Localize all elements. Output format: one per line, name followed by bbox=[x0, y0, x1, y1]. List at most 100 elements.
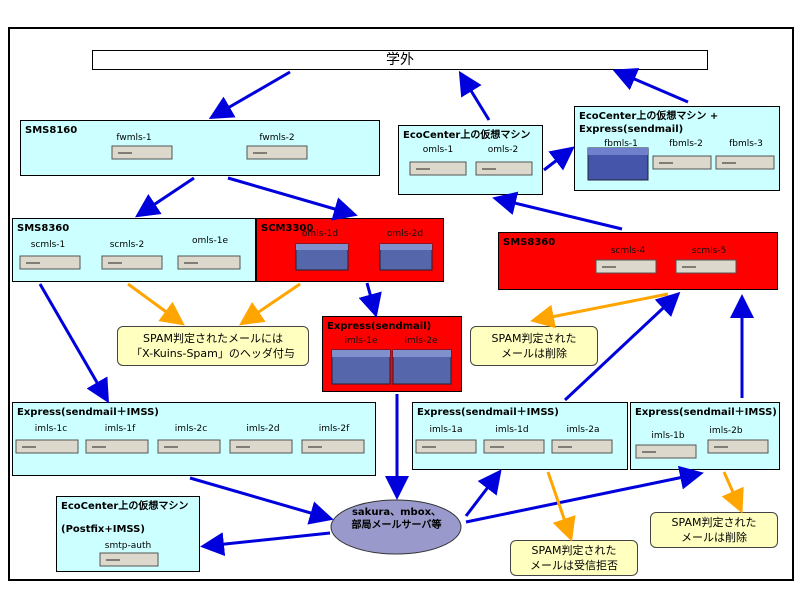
box-title: SCM3300 bbox=[261, 223, 314, 234]
arrow bbox=[543, 146, 575, 172]
arrow bbox=[464, 469, 502, 517]
arrow bbox=[358, 282, 382, 318]
host-label: imls-2a bbox=[566, 425, 600, 435]
arrow bbox=[492, 191, 623, 231]
host-label: scmls-1 bbox=[30, 240, 66, 250]
host-label: imls-1c bbox=[34, 424, 68, 434]
arrow bbox=[721, 471, 744, 514]
callout-line: 「X-Kuins-Spam」のヘッダ付与 bbox=[131, 347, 295, 360]
server bbox=[483, 439, 545, 454]
spam-reject-callout: SPAM判定された メールは受信拒否 bbox=[510, 540, 638, 576]
server bbox=[475, 161, 533, 176]
express-imss-right-box: Express(sendmail＋IMSS) bbox=[630, 402, 780, 470]
host-label: omls-1e bbox=[192, 236, 228, 246]
host-label: fwmls-1 bbox=[116, 133, 152, 143]
server bbox=[635, 444, 697, 459]
arrow bbox=[563, 291, 681, 402]
host-label: imls-2d bbox=[246, 424, 280, 434]
spam-delete-callout: SPAM判定された メールは削除 bbox=[470, 326, 598, 366]
arrow bbox=[200, 531, 331, 557]
server bbox=[409, 161, 467, 176]
server bbox=[392, 349, 452, 385]
host-label: scmls-4 bbox=[610, 246, 646, 256]
arrow bbox=[208, 70, 291, 120]
server bbox=[85, 439, 149, 454]
arrow bbox=[465, 465, 704, 524]
host-label: omls-2d bbox=[386, 229, 424, 239]
box-title: Express(sendmail＋IMSS) bbox=[417, 407, 559, 418]
arrow bbox=[135, 176, 195, 218]
server bbox=[715, 155, 775, 170]
host-label: imls-1b bbox=[651, 431, 685, 441]
server bbox=[111, 145, 173, 160]
host-label: imls-2c bbox=[174, 424, 208, 434]
host-label: scmls-5 bbox=[691, 246, 727, 256]
arrow bbox=[530, 292, 669, 329]
box-title: EcoCenter上の仮想マシン bbox=[403, 130, 531, 141]
arrow bbox=[127, 282, 185, 326]
box-title: Express(sendmail＋IMSS) bbox=[635, 407, 777, 418]
box-title: SMS8360 bbox=[17, 223, 70, 234]
host-label: imls-2b bbox=[709, 426, 743, 436]
server bbox=[19, 255, 81, 270]
server bbox=[229, 439, 293, 454]
hub-line: 部局メールサーバ等 bbox=[351, 520, 442, 531]
host-label: fbmls-1 bbox=[604, 139, 638, 149]
box-title: EcoCenter上の仮想マシン + bbox=[579, 111, 719, 122]
host-label: fbmls-3 bbox=[729, 139, 763, 149]
arrow bbox=[189, 476, 334, 525]
express-imss-left-box: Express(sendmail＋IMSS) bbox=[12, 402, 376, 476]
callout-line: メールは削除 bbox=[501, 347, 567, 360]
box-title: SMS8360 bbox=[503, 237, 556, 248]
host-label: imls-1e bbox=[344, 336, 378, 346]
hub-label: sakura、mbox、 部局メールサーバ等 bbox=[331, 506, 462, 532]
arrow bbox=[38, 283, 110, 404]
external-network-banner: 学外 bbox=[92, 50, 708, 70]
host-label: omls-1 bbox=[422, 145, 454, 155]
server bbox=[675, 259, 737, 274]
host-label: omls-2 bbox=[487, 145, 519, 155]
host-label: smtp-auth bbox=[104, 541, 152, 551]
blue-servers bbox=[295, 147, 649, 385]
server bbox=[177, 255, 241, 270]
ecocenter-vm-box: EcoCenter上の仮想マシン bbox=[398, 125, 543, 195]
arrow bbox=[546, 471, 576, 542]
host-label: imls-1d bbox=[495, 425, 529, 435]
server bbox=[331, 349, 391, 385]
arrow bbox=[239, 282, 301, 326]
server bbox=[295, 243, 349, 271]
arrow bbox=[458, 70, 491, 121]
server bbox=[157, 439, 221, 454]
mail-server-hub bbox=[330, 499, 462, 555]
box-title: (Postfix+IMSS) bbox=[61, 524, 145, 535]
server bbox=[415, 439, 477, 454]
box-title: SMS8160 bbox=[25, 125, 78, 136]
box-title: Express(sendmail) bbox=[327, 321, 432, 332]
server bbox=[595, 259, 657, 274]
arrow bbox=[227, 176, 358, 221]
callout-line: SPAM判定された bbox=[491, 332, 577, 345]
server bbox=[652, 155, 712, 170]
server bbox=[551, 439, 613, 454]
server bbox=[707, 439, 769, 454]
callout-line: SPAM判定された bbox=[671, 516, 757, 529]
server bbox=[99, 552, 159, 567]
box-title: Express(sendmail＋IMSS) bbox=[17, 407, 159, 418]
blue-arrows bbox=[38, 68, 754, 557]
callout-line: メールは受信拒否 bbox=[530, 559, 618, 572]
sms8360-left-box: SMS8360 bbox=[12, 218, 256, 282]
host-label: fwmls-2 bbox=[259, 133, 295, 143]
callout-line: SPAM判定されたメールには bbox=[143, 332, 283, 345]
orange-arrows bbox=[127, 282, 744, 542]
server bbox=[246, 145, 308, 160]
hub-line: sakura、mbox、 bbox=[351, 507, 442, 518]
host-label: fbmls-2 bbox=[669, 139, 703, 149]
spam-delete-callout-2: SPAM判定された メールは削除 bbox=[650, 512, 778, 548]
server bbox=[101, 255, 163, 270]
host-label: scmls-2 bbox=[109, 240, 145, 250]
server bbox=[587, 147, 649, 181]
host-label: imls-2e bbox=[404, 336, 438, 346]
callout-line: SPAM判定された bbox=[531, 544, 617, 557]
arrow bbox=[612, 68, 689, 104]
